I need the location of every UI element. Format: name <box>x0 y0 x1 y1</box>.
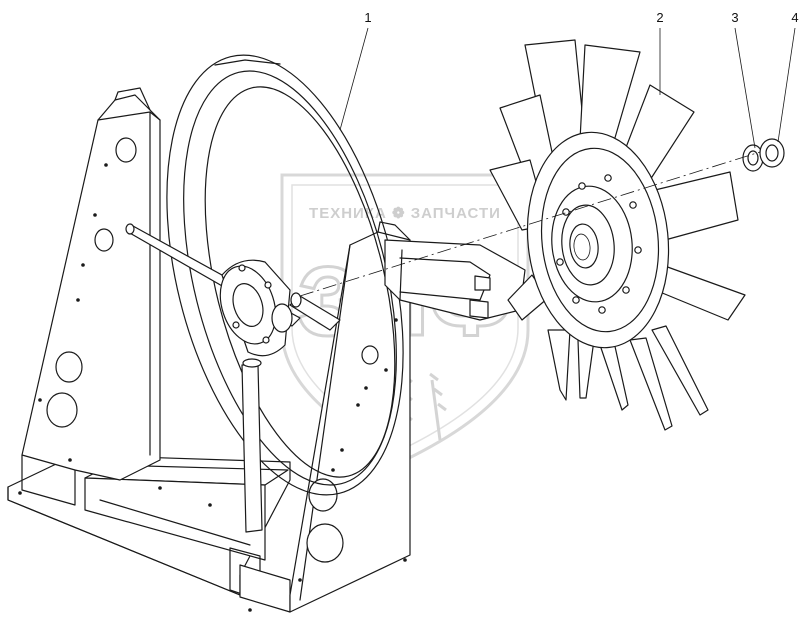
left-upright <box>21 94 161 481</box>
axis-line <box>299 151 761 297</box>
callout-leaders <box>339 27 796 149</box>
upright-hole <box>115 137 137 163</box>
base-rail-front <box>84 477 266 561</box>
stand-frame <box>7 87 411 613</box>
fan-bolt-holes <box>556 174 642 314</box>
fan-blades <box>489 39 746 431</box>
callout-1: 1 <box>364 10 371 25</box>
callout-3: 3 <box>731 10 738 25</box>
callout-4: 4 <box>791 10 798 25</box>
fan-impeller <box>489 39 746 431</box>
upright-hole <box>94 228 114 252</box>
upright-hole <box>306 523 344 563</box>
upright-hole <box>55 351 83 383</box>
nut-part <box>759 138 785 168</box>
upright-hole <box>361 345 379 365</box>
callout-2: 2 <box>656 10 663 25</box>
mounting-clamp <box>384 239 526 321</box>
bearing-bracket <box>219 259 293 533</box>
washer-part <box>742 144 764 172</box>
upright-hole <box>46 392 78 428</box>
watermark-caption: ТЕХНИКА ❁ ЗАПЧАСТИ <box>309 205 501 222</box>
